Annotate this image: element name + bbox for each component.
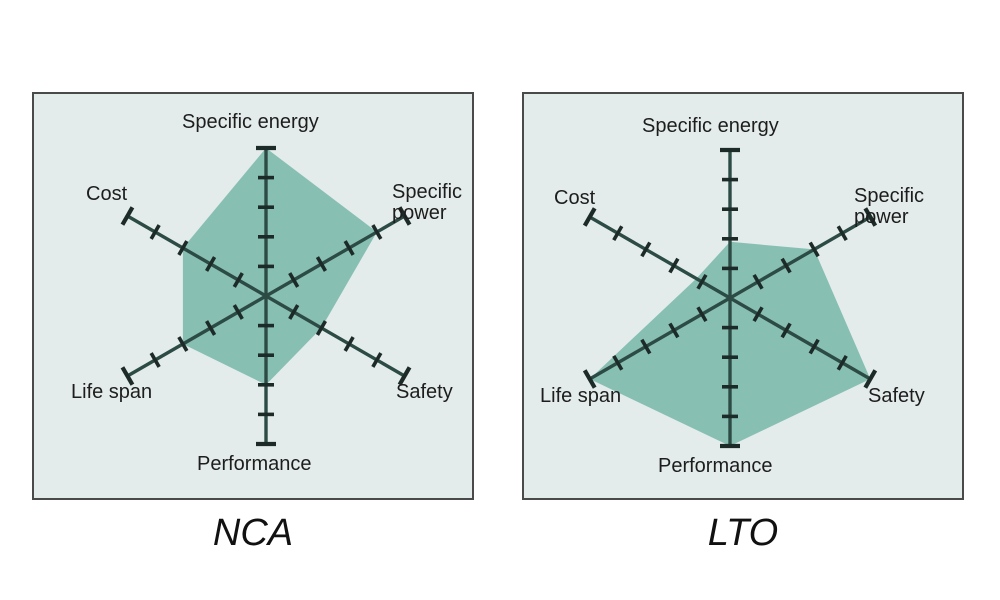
axis-label-specific-power: Specific power xyxy=(854,185,925,228)
radar-svg-nca xyxy=(120,145,412,447)
caption-lto: LTO xyxy=(707,512,779,554)
axes-group-lto xyxy=(582,147,878,449)
chart-panel-nca: Specific energy Specific power Safety Pe… xyxy=(32,92,474,500)
axis-label-cost: Cost xyxy=(86,183,128,205)
axis-label-life-span: Life span xyxy=(540,385,622,407)
axis-label-performance: Performance xyxy=(197,453,312,475)
axis-label-specific-energy: Specific energy xyxy=(642,115,779,137)
axis-label-specific-power: Specific power xyxy=(392,181,463,224)
axis-label-safety: Safety xyxy=(396,381,453,403)
axes-group-nca xyxy=(120,145,412,447)
series-polygon-nca xyxy=(182,148,377,385)
radar-svg-lto xyxy=(582,147,878,449)
chart-panel-lto: Specific energy Specific power Safety Pe… xyxy=(522,92,964,500)
axis-label-specific-energy: Specific energy xyxy=(182,111,319,133)
axis-label-cost: Cost xyxy=(554,187,596,209)
axis-label-life-span: Life span xyxy=(71,381,153,403)
axis-label-safety: Safety xyxy=(868,385,925,407)
caption-nca: NCA xyxy=(212,512,294,554)
axis-label-performance: Performance xyxy=(658,455,773,477)
